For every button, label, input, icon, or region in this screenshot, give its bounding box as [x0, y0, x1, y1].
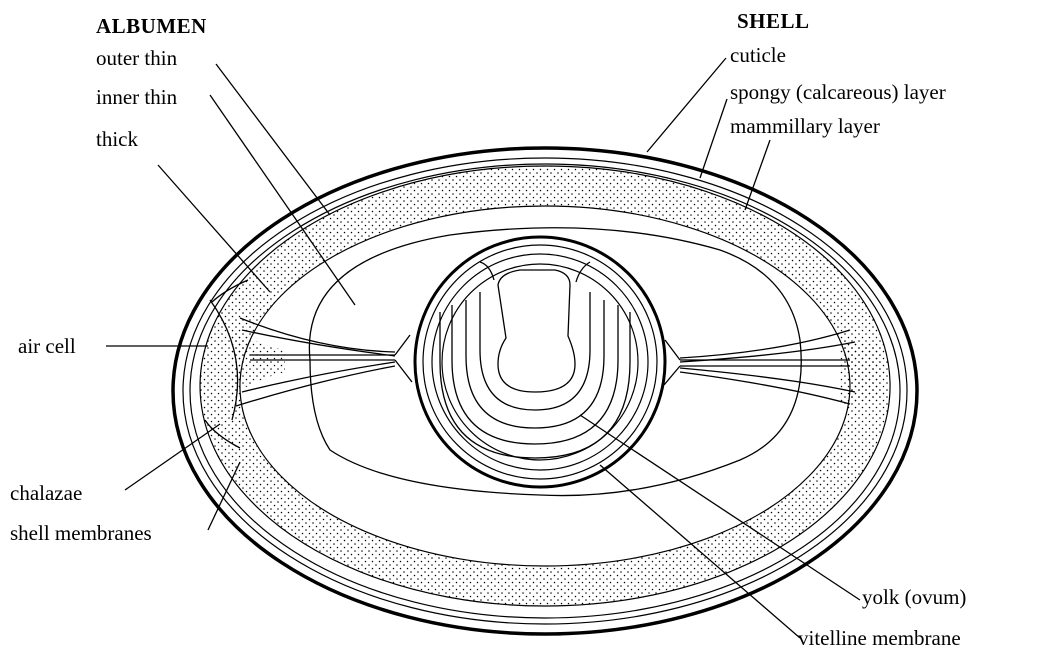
label-shell-membranes: shell membranes — [10, 521, 152, 545]
left-chalaza-stipple — [232, 330, 285, 395]
label-chalazae: chalazae — [10, 481, 82, 505]
label-outer-thin: outer thin — [96, 46, 178, 70]
leader-outer-thin — [216, 64, 330, 215]
leader-mammillary-layer — [745, 140, 770, 210]
label-mammillary-layer: mammillary layer — [730, 114, 880, 138]
label-yolk: yolk (ovum) — [862, 585, 966, 609]
yolk-stalk-left — [395, 335, 412, 382]
leader-thick — [158, 165, 270, 292]
label-cuticle: cuticle — [730, 43, 786, 67]
label-air-cell: air cell — [18, 334, 76, 358]
leader-spongy-layer — [700, 99, 727, 178]
right-chalazae — [680, 330, 855, 404]
label-vitelline-membrane: vitelline membrane — [798, 626, 961, 650]
heading-albumen: ALBUMEN — [96, 14, 207, 38]
heading-shell: SHELL — [737, 9, 810, 33]
right-chalaza-stipple — [840, 340, 880, 405]
label-inner-thin: inner thin — [96, 85, 178, 109]
label-thick: thick — [96, 127, 138, 151]
label-spongy-layer: spongy (calcareous) layer — [730, 80, 946, 104]
